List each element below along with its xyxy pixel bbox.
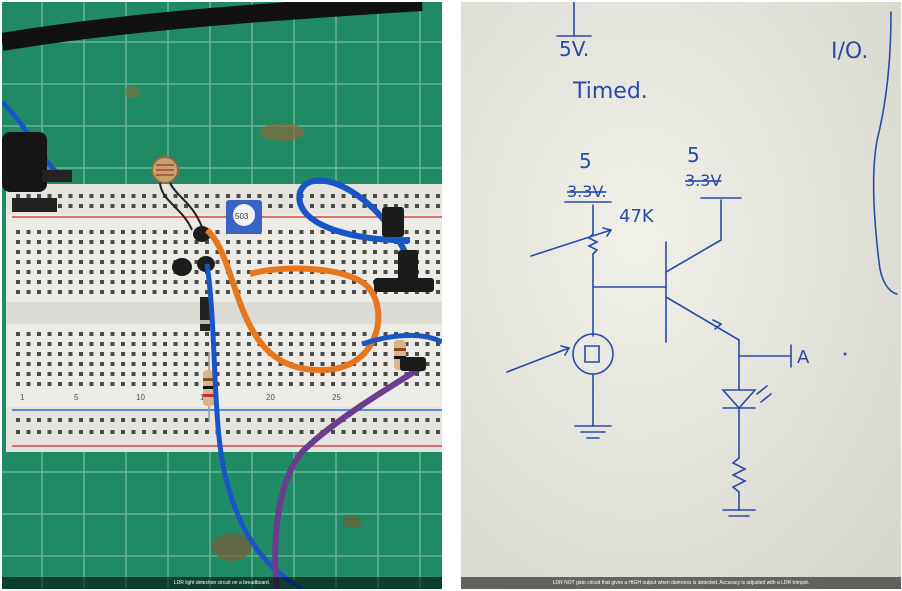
- breadboard-number-5: 5: [74, 393, 79, 402]
- output-label: A: [797, 347, 810, 368]
- trimpot: 503: [226, 200, 262, 234]
- ldr-sensor: [151, 156, 203, 231]
- transistors: [172, 226, 215, 276]
- orange-wire: [204, 227, 382, 374]
- breadboard-number-20: 20: [266, 393, 275, 402]
- black-jumper-plugs: [2, 132, 434, 371]
- svg-text:503: 503: [235, 212, 249, 221]
- blue-wire: [204, 263, 304, 589]
- breadboard-number-1: 1: [20, 393, 25, 402]
- svg-text:5: 5: [74, 393, 79, 402]
- supply-left-new: 5: [579, 149, 592, 173]
- diode: [200, 297, 210, 331]
- svg-text:1: 1: [20, 393, 25, 402]
- resistor: [203, 352, 215, 422]
- svg-text:10: 10: [136, 393, 145, 402]
- svg-text:20: 20: [266, 393, 275, 402]
- note-timed: Timed.: [572, 79, 648, 104]
- note-io: I/O.: [831, 39, 868, 64]
- supply-right-new: 5: [687, 143, 700, 167]
- supply-right-old: 3.3V: [685, 171, 721, 190]
- schematic-photo: 5V. Timed. I/O. 5 3.3V. 5 3.3V 47K A LDR…: [461, 2, 901, 589]
- breadboard-number-25: 25: [332, 393, 341, 402]
- breadboard-illustration: 1 5 10 15 20 25 503: [2, 2, 442, 589]
- note-top-voltage: 5V.: [559, 37, 589, 61]
- blue-wire-loop: [296, 177, 415, 269]
- schematic-drawing: 5V. Timed. I/O. 5 3.3V. 5 3.3V 47K A: [461, 2, 901, 589]
- svg-text:25: 25: [332, 393, 341, 402]
- breadboard-photo: 1 5 10 15 20 25 503: [2, 2, 442, 589]
- left-caption: LDR light detection circuit on a breadbo…: [2, 577, 442, 589]
- supply-left-old: 3.3V.: [567, 182, 606, 201]
- breadboard-number-10: 10: [136, 393, 145, 402]
- purple-wire: [272, 364, 424, 589]
- resistor-value: 47K: [619, 206, 655, 227]
- right-caption: LDR NOT gate circuit that gives a HIGH o…: [461, 577, 901, 589]
